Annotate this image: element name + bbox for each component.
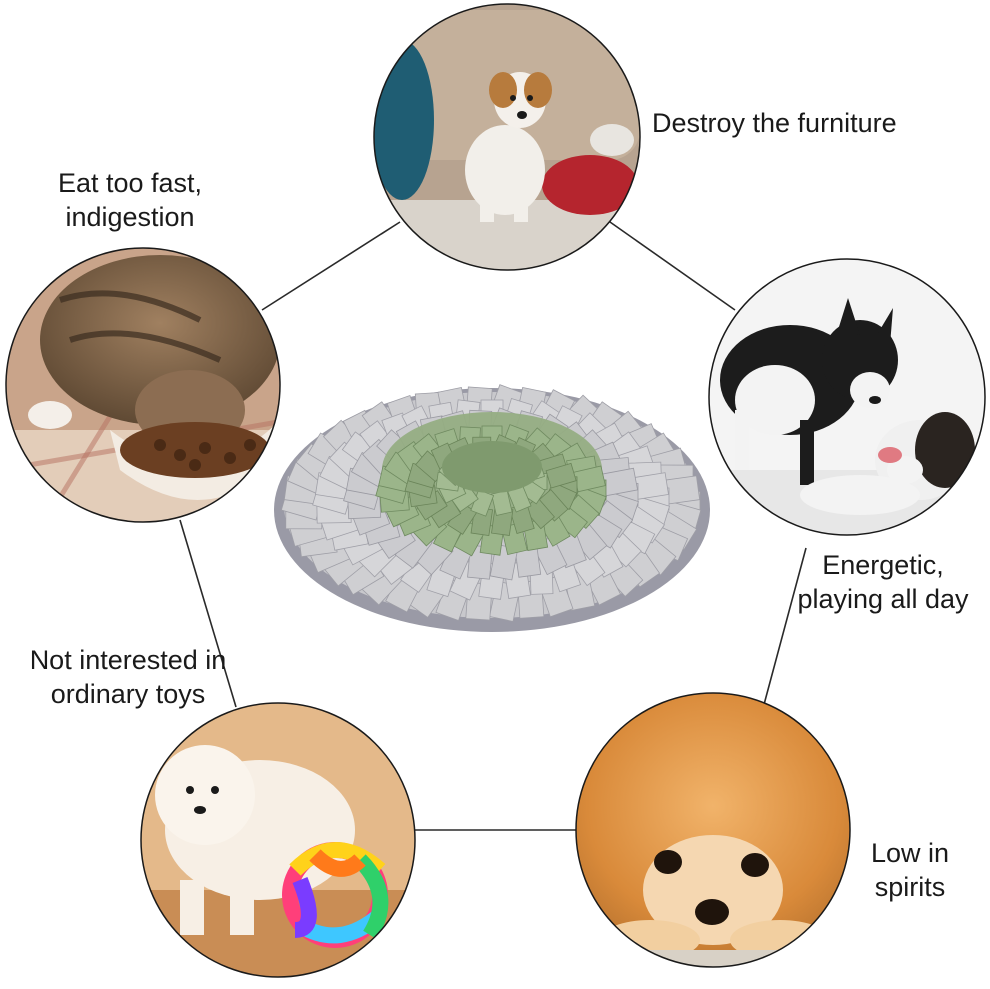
photo-pomeranian xyxy=(575,692,851,968)
label-destroy-furniture-text: Destroy the furniture xyxy=(652,108,897,138)
mat-flap xyxy=(523,496,555,530)
connector-left-bottomleft xyxy=(179,519,237,708)
label-toys-line1: Not interested in xyxy=(29,645,227,675)
label-destroy-furniture: Destroy the furniture xyxy=(652,106,897,140)
photo-dog-on-couch xyxy=(373,3,641,271)
label-not-interested-toys: Not interested in ordinary toys xyxy=(8,643,248,711)
photo-puppy-with-ball xyxy=(140,702,416,978)
label-low-line1: Low in xyxy=(870,838,950,868)
connector-top-right xyxy=(609,221,736,311)
label-low-line2: spirits xyxy=(874,872,946,902)
label-energetic-line1: Energetic, xyxy=(822,550,944,580)
connector-right-bottomright xyxy=(761,547,807,713)
mat-green-flaps xyxy=(375,424,607,557)
label-eat-line2: indigestion xyxy=(65,202,195,232)
mat-flap xyxy=(545,462,577,489)
rainbow-ball xyxy=(282,842,389,948)
connector-top-left xyxy=(261,221,401,311)
snuffle-mat xyxy=(274,384,710,632)
label-toys-line2: ordinary toys xyxy=(50,679,206,709)
label-eat-line1: Eat too fast, xyxy=(57,168,203,198)
label-energetic: Energetic, playing all day xyxy=(776,548,990,616)
photo-dogs-playing xyxy=(708,258,986,536)
label-eat-too-fast: Eat too fast, indigestion xyxy=(30,166,230,234)
connector-lines xyxy=(179,221,807,831)
label-low-in-spirits: Low in spirits xyxy=(850,836,970,904)
label-energetic-line2: playing all day xyxy=(797,584,969,614)
photo-cat-eating xyxy=(5,247,281,523)
